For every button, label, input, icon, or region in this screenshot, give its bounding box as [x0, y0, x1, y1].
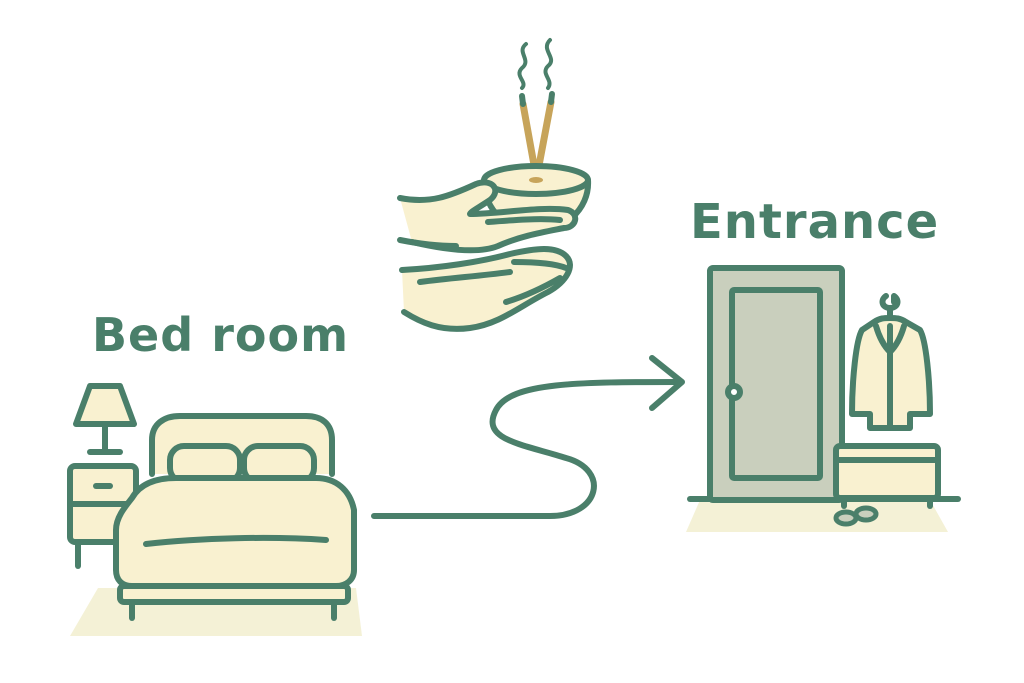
incense-offering [397, 38, 592, 332]
palm-line-icon [417, 269, 513, 285]
shoe-cabinet-icon [833, 443, 941, 509]
smoke-left-icon [517, 42, 528, 90]
bedroom-label: Bed room [92, 308, 350, 362]
bed-icon [113, 413, 357, 621]
bedroom-scene [67, 383, 362, 636]
hand-wrist-icon [397, 237, 459, 249]
smoke-right-icon [543, 38, 554, 90]
offering-hand-upper-icon [397, 179, 579, 254]
door-icon [707, 265, 845, 503]
entrance-scene [686, 265, 961, 532]
entrance-floor [686, 500, 948, 532]
door-knob-icon [725, 383, 743, 401]
finger-line-icon [485, 216, 563, 225]
path-arrow-icon [371, 355, 685, 519]
finger-line-2-icon [511, 259, 569, 271]
coat-icon [849, 293, 933, 431]
slippers-icon [833, 505, 879, 527]
entrance-label: Entrance [690, 194, 940, 250]
finger-line-3-icon [503, 275, 563, 305]
lamp-icon [73, 383, 137, 455]
offering-hand-lower-icon [399, 246, 573, 332]
